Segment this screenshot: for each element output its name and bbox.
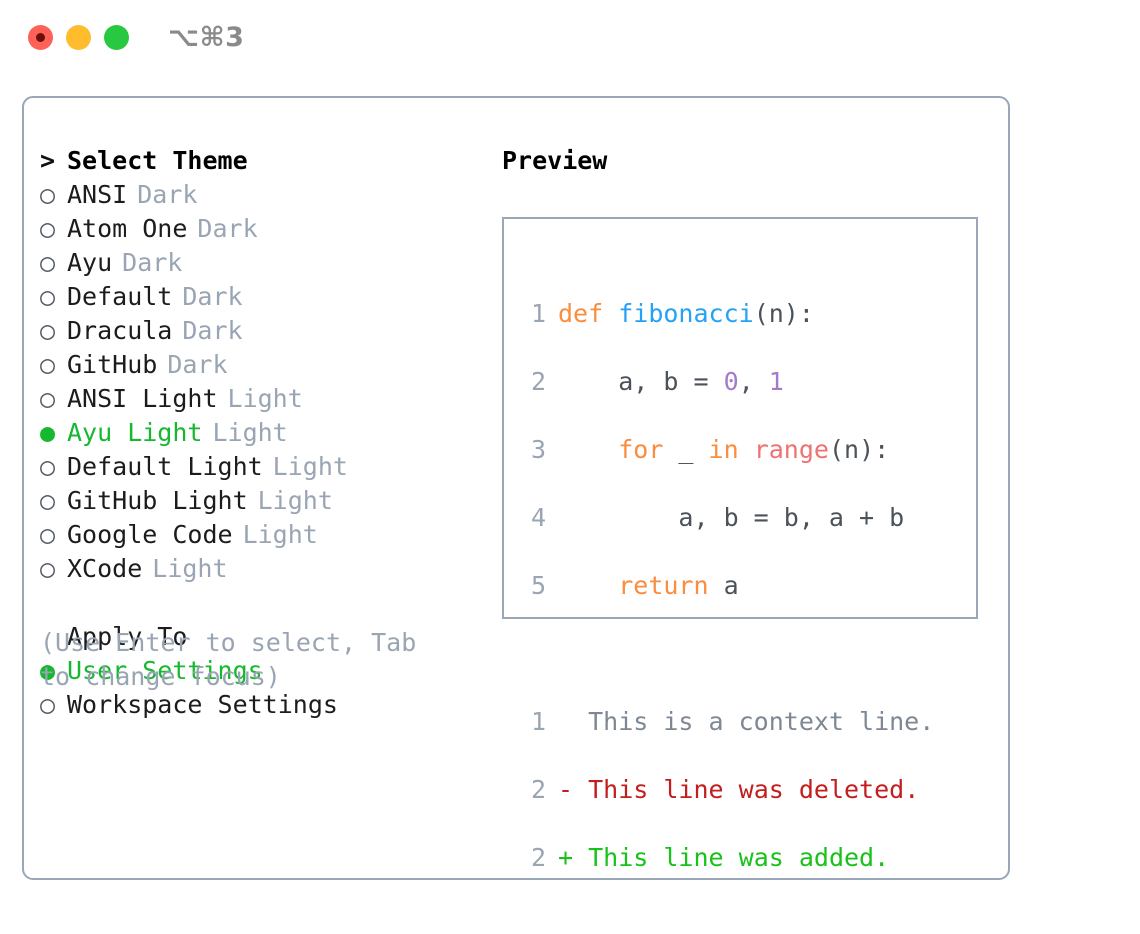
- theme-label: GitHub: [67, 350, 158, 379]
- theme-tag: Dark: [182, 316, 243, 345]
- theme-tag: Light: [227, 384, 303, 413]
- line-number: 2: [530, 367, 546, 396]
- radio-icon[interactable]: ○: [40, 248, 56, 277]
- radio-icon[interactable]: ○: [40, 452, 56, 481]
- radio-icon[interactable]: ○: [40, 180, 56, 209]
- apply-to-label: User Settings: [67, 656, 263, 685]
- code-gap: [520, 637, 934, 671]
- section-spacer: [40, 588, 480, 622]
- apply-to-workspace-settings[interactable]: ○ Workspace Settings: [40, 690, 480, 724]
- theme-item-xcode-light[interactable]: ○ XCode Light: [40, 554, 480, 588]
- radio-selected-icon[interactable]: ●: [40, 656, 56, 685]
- diff-text: This line was added.: [588, 843, 890, 872]
- theme-label: Ayu Light: [67, 418, 203, 447]
- theme-label: Ayu: [67, 248, 113, 277]
- radio-icon[interactable]: ○: [40, 316, 56, 345]
- radio-icon[interactable]: ○: [40, 690, 56, 719]
- theme-label: XCode: [67, 554, 143, 583]
- code-line: 3 for _ in range(n):: [520, 433, 934, 467]
- theme-item-default-dark[interactable]: ○ Default Dark: [40, 282, 480, 316]
- theme-tag: Dark: [197, 214, 258, 243]
- theme-item-ansi-dark[interactable]: ○ ANSI Dark: [40, 180, 480, 214]
- keyboard-hint: (Use Enter to select, Tab to change focu…: [40, 628, 417, 691]
- select-theme-title: Select Theme: [67, 146, 248, 175]
- line-number: 5: [530, 571, 546, 600]
- code-line: 2 a, b = 0, 1: [520, 365, 934, 399]
- line-number: 3: [530, 435, 546, 464]
- radio-selected-icon[interactable]: ●: [40, 418, 56, 447]
- theme-tag: Light: [272, 452, 348, 481]
- theme-tag: Dark: [137, 180, 198, 209]
- diff-sign: +: [558, 843, 574, 872]
- close-button[interactable]: [28, 25, 53, 50]
- traffic-lights: [28, 25, 129, 50]
- theme-label: Default: [67, 282, 173, 311]
- line-number: 1: [530, 299, 546, 328]
- radio-icon[interactable]: ○: [40, 486, 56, 515]
- preview-title: Preview: [502, 146, 608, 175]
- code-line: 5 return a: [520, 569, 934, 603]
- caret-icon: >: [40, 146, 56, 175]
- theme-tag: Light: [152, 554, 228, 583]
- theme-tag: Light: [257, 486, 333, 515]
- theme-tag: Dark: [182, 282, 243, 311]
- theme-label: Google Code: [67, 520, 233, 549]
- line-number: 4: [530, 503, 546, 532]
- theme-label: Dracula: [67, 316, 173, 345]
- minimize-button[interactable]: [66, 25, 91, 50]
- line-number: 2: [530, 775, 546, 804]
- theme-item-ayu-light[interactable]: ● Ayu Light Light: [40, 418, 480, 452]
- theme-tag: Dark: [167, 350, 228, 379]
- theme-picker-panel: > Select Theme ○ ANSI Dark ○ Atom One Da…: [40, 146, 480, 724]
- theme-label: ANSI Light: [67, 384, 218, 413]
- theme-tag: Light: [212, 418, 288, 447]
- diff-line-added: 2 + This line was added.: [520, 841, 934, 875]
- apply-to-title: Apply To: [67, 622, 188, 651]
- diff-line-context: 1 This is a context line.: [520, 705, 934, 739]
- theme-item-dracula-dark[interactable]: ○ Dracula Dark: [40, 316, 480, 350]
- apply-to-user-settings[interactable]: ● User Settings: [40, 656, 480, 690]
- diff-sign: -: [558, 775, 574, 804]
- theme-item-atom-one-dark[interactable]: ○ Atom One Dark: [40, 214, 480, 248]
- apply-to-label: Workspace Settings: [67, 690, 338, 719]
- diff-line-deleted: 2- This line was deleted.: [520, 773, 934, 807]
- radio-icon[interactable]: ○: [40, 350, 56, 379]
- theme-label: Default Light: [67, 452, 263, 481]
- theme-item-github-dark[interactable]: ○ GitHub Dark: [40, 350, 480, 384]
- theme-tag: Dark: [122, 248, 183, 277]
- theme-label: Atom One: [67, 214, 188, 243]
- radio-icon[interactable]: ○: [40, 214, 56, 243]
- theme-item-google-code-light[interactable]: ○ Google Code Light: [40, 520, 480, 554]
- code-line: 4 a, b = b, a + b: [520, 501, 934, 535]
- select-theme-header: > Select Theme: [40, 146, 480, 180]
- main-card: > Select Theme ○ ANSI Dark ○ Atom One Da…: [22, 96, 1010, 880]
- diff-text: This line was deleted.: [588, 775, 920, 804]
- radio-icon[interactable]: ○: [40, 520, 56, 549]
- theme-label: GitHub Light: [67, 486, 248, 515]
- diff-text: This is a context line.: [588, 707, 935, 736]
- theme-item-default-light[interactable]: ○ Default Light Light: [40, 452, 480, 486]
- line-number: 1: [530, 707, 546, 736]
- theme-item-github-light[interactable]: ○ GitHub Light Light: [40, 486, 480, 520]
- apply-to-header: ○ Apply To: [40, 622, 480, 656]
- zoom-button[interactable]: [104, 25, 129, 50]
- radio-icon[interactable]: ○: [40, 384, 56, 413]
- theme-tag: Light: [242, 520, 318, 549]
- shortcut-label: ⌥⌘3: [168, 22, 245, 53]
- title-bar: ⌥⌘3: [0, 0, 1140, 78]
- radio-icon[interactable]: ○: [40, 554, 56, 583]
- theme-item-ansi-light[interactable]: ○ ANSI Light Light: [40, 384, 480, 418]
- theme-item-ayu-dark[interactable]: ○ Ayu Dark: [40, 248, 480, 282]
- theme-label: ANSI: [67, 180, 128, 209]
- radio-icon[interactable]: ○: [40, 282, 56, 311]
- line-number: 2: [530, 843, 546, 872]
